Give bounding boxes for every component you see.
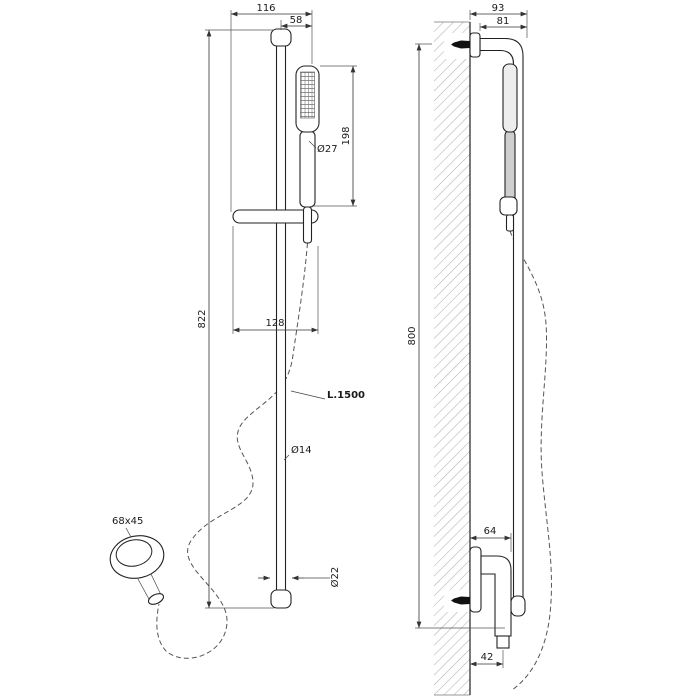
dim-42: 42 [470,650,504,668]
wall-section [434,21,471,696]
dim-dia22-label: Ø22 [329,567,341,588]
rail-top-cap-front [270,28,292,47]
elbow-pipe [480,555,512,637]
wall-flange-top [469,32,481,58]
rail-bottom-cap-side [510,595,526,617]
shower-hose-side [509,230,552,691]
handshower-front [295,65,320,244]
outlet-spout-cap [147,593,165,605]
dim-64-label: 64 [484,526,497,537]
dim-81: 81 [479,16,527,31]
dim-42-label: 42 [481,652,494,663]
handshower-spray-face [300,71,315,119]
side-view: 93 81 800 64 42 [407,3,552,696]
dim-822-label: 822 [197,309,208,328]
dim-dia14-label: Ø14 [291,444,312,456]
front-view: 116 58 198 Ø27 822 [109,3,365,659]
outlet-flange-outer [109,535,165,579]
outlet-size-label: 68x45 [112,516,143,527]
dim-81-label: 81 [497,16,510,27]
handshower-handle-front [299,130,316,208]
handshower-handle-side [504,130,516,204]
dim-822: 822 [197,29,274,609]
slide-rail-side [451,32,526,617]
handshower-nut-side [505,214,515,232]
dim-800: 800 [407,43,505,629]
dim-58: 58 [280,15,312,30]
dim-dia27-label: Ø27 [317,143,338,155]
dim-128: 128 [232,226,319,334]
dim-93-label: 93 [492,3,505,14]
handshower-head-side [502,63,518,133]
hose-length-annotation: L.1500 [290,390,365,401]
elbow-outlet-tip [496,635,510,649]
dim-128-label: 128 [265,318,284,329]
water-outlet-front: 68x45 [109,516,165,605]
dim-93: 93 [469,3,528,38]
wall-hatch [434,22,470,695]
handshower-nut-front [302,206,313,244]
wall-screw-bottom-icon [451,596,470,605]
slider-bracket-front [232,209,319,224]
water-supply-elbow-side [451,546,512,649]
dim-64: 64 [470,526,512,552]
handshower-side [499,63,518,232]
dim-198-label: 198 [341,126,352,145]
dim-116-label: 116 [256,3,275,14]
wall-screw-top-icon [451,40,470,49]
wall-flange-bottom [469,546,482,613]
slider-holder-side [499,196,518,216]
slide-rail-front [270,28,292,609]
rail-bottom-cap-front [270,589,292,609]
dim-dia14: Ø14 [283,444,312,461]
dim-198: 198 [313,65,357,207]
dim-dia27: Ø27 [308,140,338,155]
dim-116: 116 [230,3,313,212]
hose-length-label: L.1500 [327,390,365,401]
outlet-flange-inner [115,539,153,567]
dim-58-label: 58 [290,15,303,26]
dim-dia22: Ø22 [258,567,341,588]
dim-800-label: 800 [407,326,418,345]
